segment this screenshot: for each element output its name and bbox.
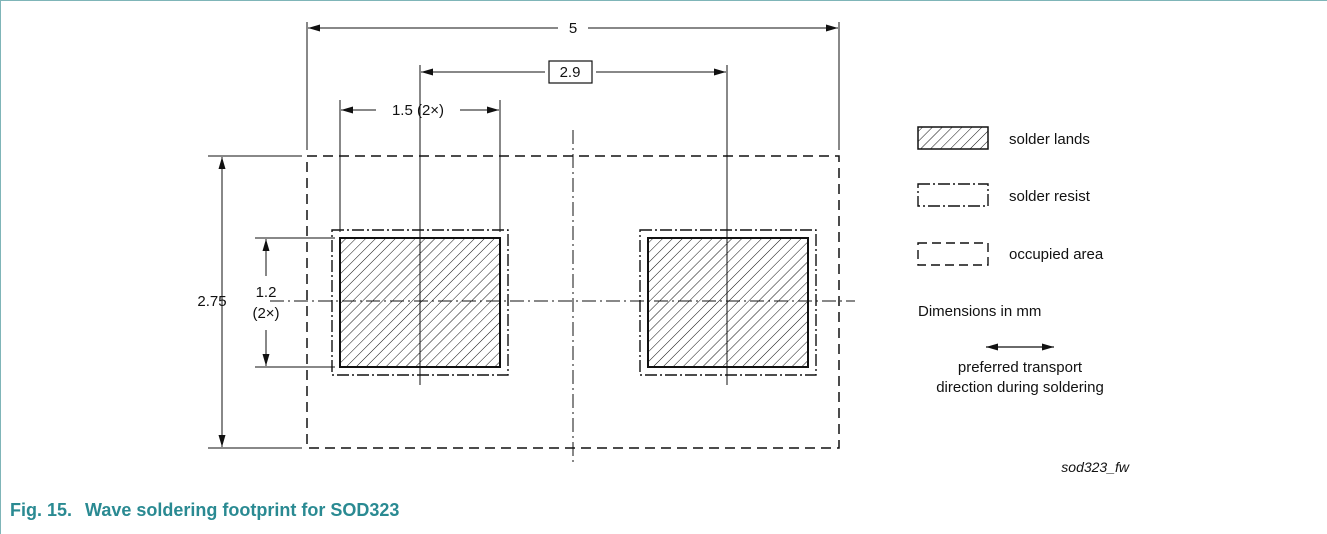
- figure-caption: Fig. 15. Wave soldering footprint for SO…: [10, 500, 399, 521]
- dim-pitch-box: [548, 60, 593, 84]
- legend-transport-line2: direction during soldering: [936, 379, 1104, 396]
- dim-land-height-value: 1.2: [256, 284, 277, 301]
- dim-overall-height-label: 2.75: [197, 293, 226, 310]
- drawing-id: sod323_fw: [1061, 459, 1130, 475]
- legend-occupied-area-label: occupied area: [1009, 246, 1104, 263]
- legend-solder-resist-label: solder resist: [1009, 188, 1091, 205]
- legend-units-label: Dimensions in mm: [918, 303, 1041, 320]
- dim-land-width-label: 1.5 (2×): [392, 102, 444, 119]
- figure-number: Fig. 15.: [10, 500, 73, 520]
- dim-overall-width-label: 5: [569, 20, 577, 37]
- legend-transport-line1: preferred transport: [958, 359, 1083, 376]
- dim-land-height-count: (2×): [252, 305, 279, 322]
- legend-solder-lands-swatch: [917, 126, 989, 150]
- legend-solder-lands-label: solder lands: [1009, 131, 1090, 148]
- figure-title: Wave soldering footprint for SOD323: [85, 500, 400, 520]
- dim-pitch-label: 2.9: [560, 64, 581, 81]
- legend-solder-resist-swatch: [917, 183, 989, 207]
- solder-resist-right: [639, 229, 817, 376]
- solder-land-right: [647, 237, 809, 368]
- legend-occupied-area-swatch: [917, 242, 989, 266]
